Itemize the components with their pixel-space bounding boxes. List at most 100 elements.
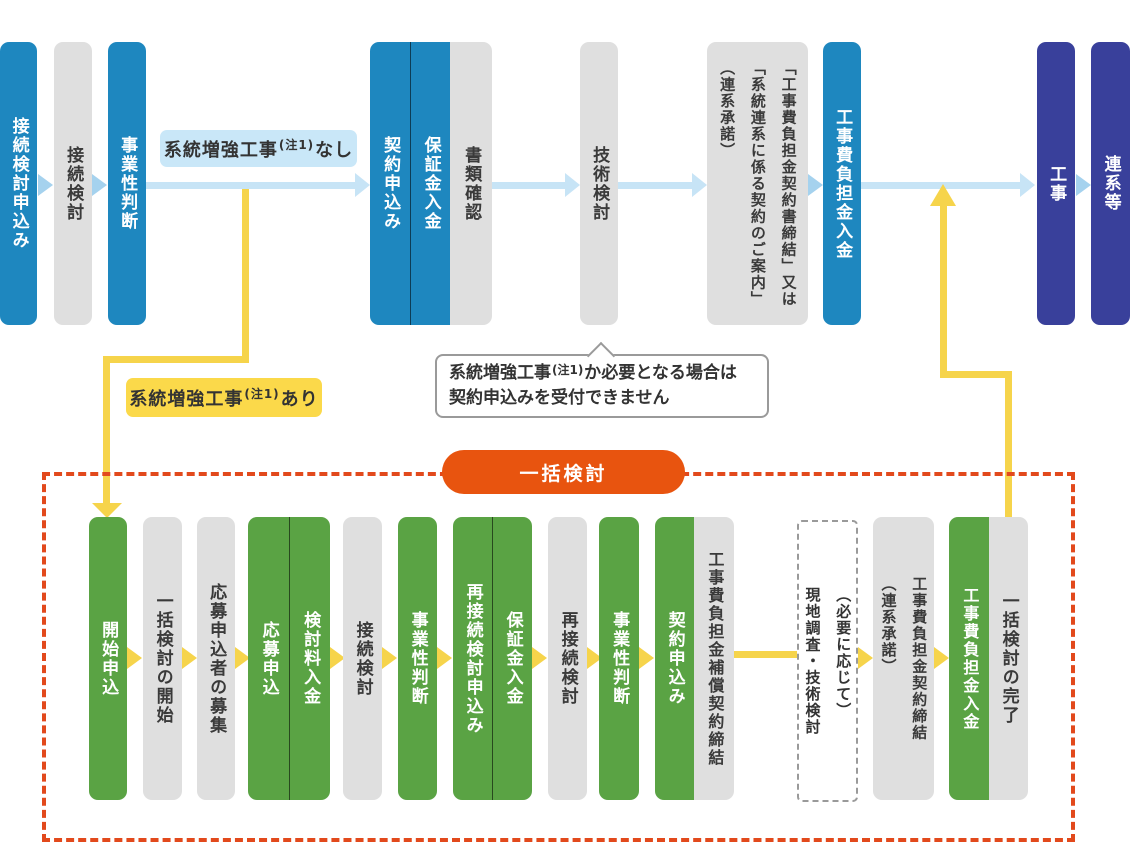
arrow-right-icon [38, 174, 53, 196]
box-divider [410, 42, 411, 325]
step-construction-cost-payment-2: 工事費負担金入金 [949, 517, 989, 800]
arrow-right-icon [934, 647, 949, 669]
step-label: （必要に応じて） 現地調査・技術検討 [803, 586, 853, 736]
box-divider [289, 517, 290, 800]
batch-review-title: 一括検討 [442, 450, 685, 494]
step-start-application: 開始申込 [89, 517, 127, 800]
callout-no-acceptance: 系統増強工事(注1)が必要となる場合は 契約申込みを受付できません [435, 354, 769, 418]
step-label: 再接続検討 [557, 611, 578, 706]
step-label: 一括検討の開始 [152, 592, 173, 725]
arrow-right-icon [587, 647, 602, 669]
step-reconnection-study-application: 再接続検討申込み [462, 582, 483, 735]
branch-line [242, 189, 249, 363]
label-text: あり [280, 388, 319, 410]
label-has-reinforcement: 系統増強工事(注1)あり [126, 378, 322, 417]
step-connection-study-application: 接続検討申込み [0, 42, 37, 325]
step-technical-study: 技術検討 [580, 42, 618, 325]
arrow-down-icon [92, 503, 122, 518]
arrow-right-icon [330, 647, 345, 669]
step-compensation-contract: 工事費負担金補償契約締結 [694, 517, 734, 800]
step-document-check: 書類確認 [450, 42, 492, 325]
step-reconnection-application-deposit: 再接続検討申込み 保証金入金 [453, 517, 532, 800]
arrow-right-icon [639, 647, 654, 669]
step-deposit-payment-2: 保証金入金 [502, 611, 523, 706]
branch-line [103, 356, 110, 503]
arrow-up-icon [930, 184, 956, 206]
step-contract-application: 契約申込み [380, 136, 401, 231]
callout-note: (注1) [552, 362, 584, 377]
return-line [1005, 371, 1012, 517]
flow-line [146, 182, 356, 189]
arrow-right-icon [235, 647, 250, 669]
arrow-right-icon [532, 647, 547, 669]
step-label: 事業性判断 [407, 611, 428, 706]
step-batch-study-start: 一括検討の開始 [143, 517, 182, 800]
step-entry-application-fee: 応募申込 検討料入金 [248, 517, 330, 800]
arrow-right-icon [182, 647, 197, 669]
arrow-right-icon [437, 647, 452, 669]
label-note: (注1) [244, 387, 280, 401]
step-label: 事業性判断 [117, 136, 138, 231]
step-label: 接続検討申込み [8, 117, 29, 250]
return-line [940, 205, 947, 371]
callout-text: 系統増強工事 [449, 362, 551, 383]
step-reconnection-study: 再接続検討 [548, 517, 587, 800]
step-label: 工事 [1046, 164, 1067, 203]
step-deposit-payment: 保証金入金 [420, 136, 441, 231]
flow-line [492, 182, 567, 189]
step-label: 書類確認 [461, 145, 482, 222]
step-business-feasibility: 事業性判断 [108, 42, 146, 325]
step-label: 技術検討 [589, 145, 610, 222]
step-label: 工事費負担金補償契約締結 [705, 550, 725, 767]
callout-line1: 系統増強工事(注1)が必要となる場合は [449, 361, 755, 387]
step-business-feasibility-3: 事業性判断 [599, 517, 639, 800]
step-business-feasibility-2: 事業性判断 [398, 517, 437, 800]
arrow-right-icon [92, 174, 107, 196]
label-text: なし [315, 139, 354, 161]
step-connection-study-2: 接続検討 [343, 517, 382, 800]
flow-line [734, 651, 797, 658]
callout-text: が必要となる場合は [584, 362, 737, 383]
step-cost-contract-conclusion: 工事費負担金契約締結 （連系承諾） [873, 517, 934, 800]
branch-line [103, 356, 249, 363]
step-entry-application: 応募申込 [258, 620, 279, 697]
label-text: 系統増強工事 [163, 139, 278, 161]
step-applicant-recruitment: 応募申込者の募集 [197, 517, 235, 800]
label-no-reinforcement: 系統増強工事(注1)なし [160, 130, 357, 167]
box-divider [492, 517, 493, 800]
step-batch-study-complete: 一括検討の完了 [989, 517, 1028, 800]
step-site-survey-technical-study: （必要に応じて） 現地調査・技術検討 [797, 520, 858, 802]
step-label: 接続検討 [352, 620, 373, 697]
step-label: 応募申込者の募集 [206, 582, 227, 735]
arrow-right-icon [382, 647, 397, 669]
step-label: 工事費負担金契約締結 （連系承諾） [879, 576, 929, 741]
step-construction: 工事 [1037, 42, 1075, 325]
step-study-fee-payment: 検討料入金 [300, 611, 321, 706]
step-label: 工事費負担金入金 [960, 586, 980, 731]
step-label: 一括検討の完了 [998, 592, 1019, 725]
step-contract-notice: 「工事費負担金契約書締結」又は 「系統連系に係る契約のご案内」 （連系承諾） [707, 42, 808, 325]
step-contract-application-deposit: 契約申込み 保証金入金 [370, 42, 450, 325]
step-connection-study: 接続検討 [54, 42, 92, 325]
label-text: 系統増強工事 [129, 388, 244, 410]
callout-line2: 契約申込みを受付できません [449, 388, 670, 408]
step-label: 工事費負担金入金 [832, 107, 853, 260]
arrow-right-icon [1020, 173, 1035, 197]
step-construction-cost-payment: 工事費負担金入金 [823, 42, 861, 325]
return-line [940, 371, 1012, 378]
arrow-right-icon [858, 647, 873, 669]
arrow-right-icon [127, 647, 142, 669]
step-label: 開始申込 [98, 620, 119, 697]
step-label: 契約申込み [664, 611, 685, 706]
flow-line [618, 182, 694, 189]
step-label: 連系等 [1100, 155, 1121, 212]
arrow-right-icon [808, 174, 823, 196]
step-contract-application-2: 契約申込み [655, 517, 694, 800]
step-label: 接続検討 [63, 145, 84, 222]
arrow-right-icon [1076, 174, 1091, 196]
step-label: 事業性判断 [609, 611, 630, 706]
arrow-right-icon [692, 173, 707, 197]
step-label: 「工事費負担金契約書締結」又は 「系統連系に係る契約のご案内」 （連系承諾） [718, 59, 798, 308]
label-note: (注1) [278, 138, 315, 152]
step-interconnection: 連系等 [1091, 42, 1130, 325]
